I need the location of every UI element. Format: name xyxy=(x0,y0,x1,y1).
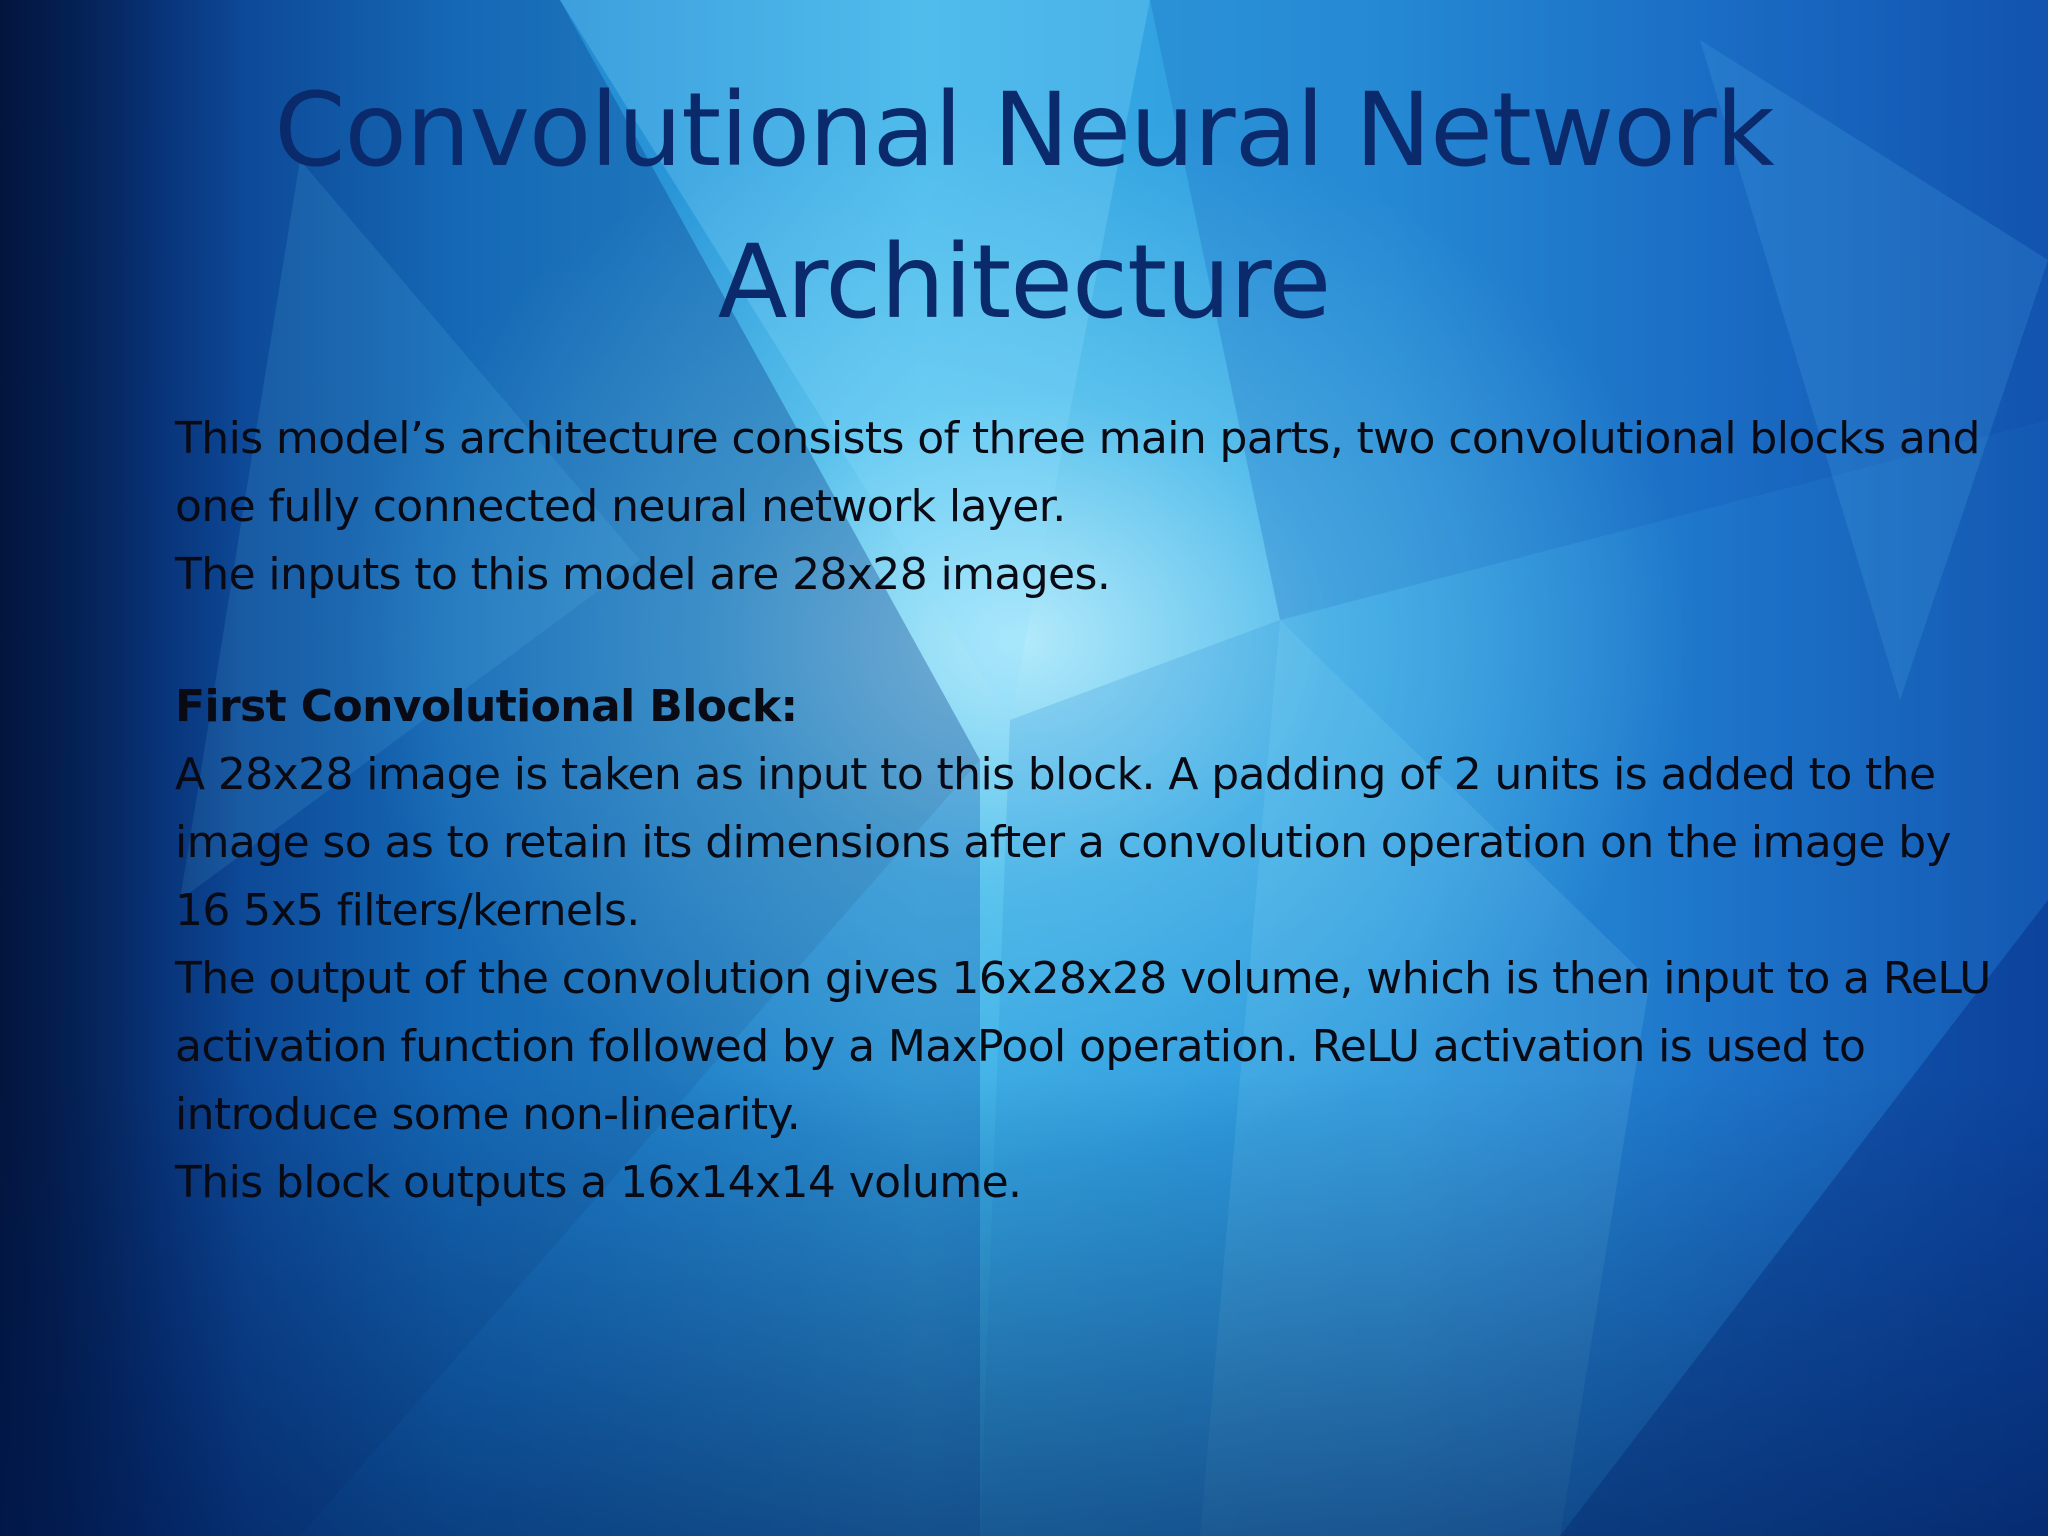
block-paragraph-3: This block outputs a 16x14x14 volume. xyxy=(175,1157,1022,1208)
block-paragraph-2: The output of the convolution gives 16x2… xyxy=(175,953,1991,1140)
title-line-2: Architecture xyxy=(717,223,1331,342)
block-paragraph-1: A 28x28 image is taken as input to this … xyxy=(175,749,1952,936)
intro-inputs-line: The inputs to this model are 28x28 image… xyxy=(175,549,1111,600)
section-heading: First Convolutional Block: xyxy=(175,681,798,732)
title-line-1: Convolutional Neural Network xyxy=(274,71,1774,190)
intro-paragraph: This model’s architecture consists of th… xyxy=(175,413,1980,532)
paragraph-gap xyxy=(175,609,1995,673)
slide-body: This model’s architecture consists of th… xyxy=(175,405,1995,1217)
slide-title: Convolutional Neural Network Architectur… xyxy=(140,55,1908,359)
